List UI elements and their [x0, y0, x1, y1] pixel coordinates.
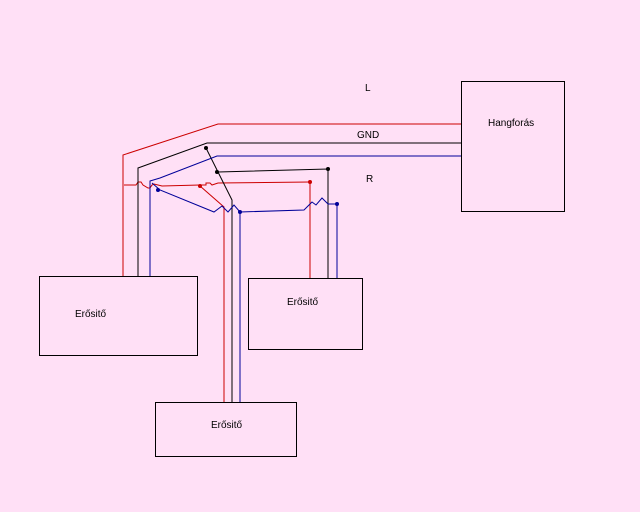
ground-label: GND — [357, 130, 380, 141]
right-channel-label: R — [366, 174, 374, 185]
ground-wire — [137, 142, 462, 276]
junction-dot — [308, 180, 312, 184]
right-channel-wire — [149, 155, 462, 276]
ground-amp2-wire — [217, 168, 329, 278]
amplifier-box-3: Erősitő — [155, 402, 297, 457]
junction-dot — [198, 184, 202, 188]
junction-dot — [238, 210, 242, 214]
speaker-box: Hangforás — [461, 81, 565, 212]
junction-dot — [204, 146, 208, 150]
junction-dot — [335, 202, 339, 206]
left-channel-wire — [122, 123, 462, 276]
junction-dot — [215, 170, 219, 174]
left-channel-label: L — [365, 83, 371, 94]
speaker-label: Hangforás — [488, 118, 535, 129]
right-channel-branch-wire — [151, 182, 336, 213]
amplifier-label: Erősitő — [75, 309, 107, 320]
junction-dot — [156, 188, 160, 192]
junction-dot — [326, 167, 330, 171]
ground-branch-wire — [205, 147, 233, 402]
amplifier-label: Erősitő — [211, 420, 243, 431]
amplifier-box-2: Erősitő — [248, 278, 363, 350]
left-channel-branch-wire — [124, 181, 311, 189]
amplifier-label: Erősitő — [287, 297, 319, 308]
amplifier-box-1: Erősitő — [39, 276, 198, 356]
left-channel-amp3-wire — [199, 185, 225, 402]
